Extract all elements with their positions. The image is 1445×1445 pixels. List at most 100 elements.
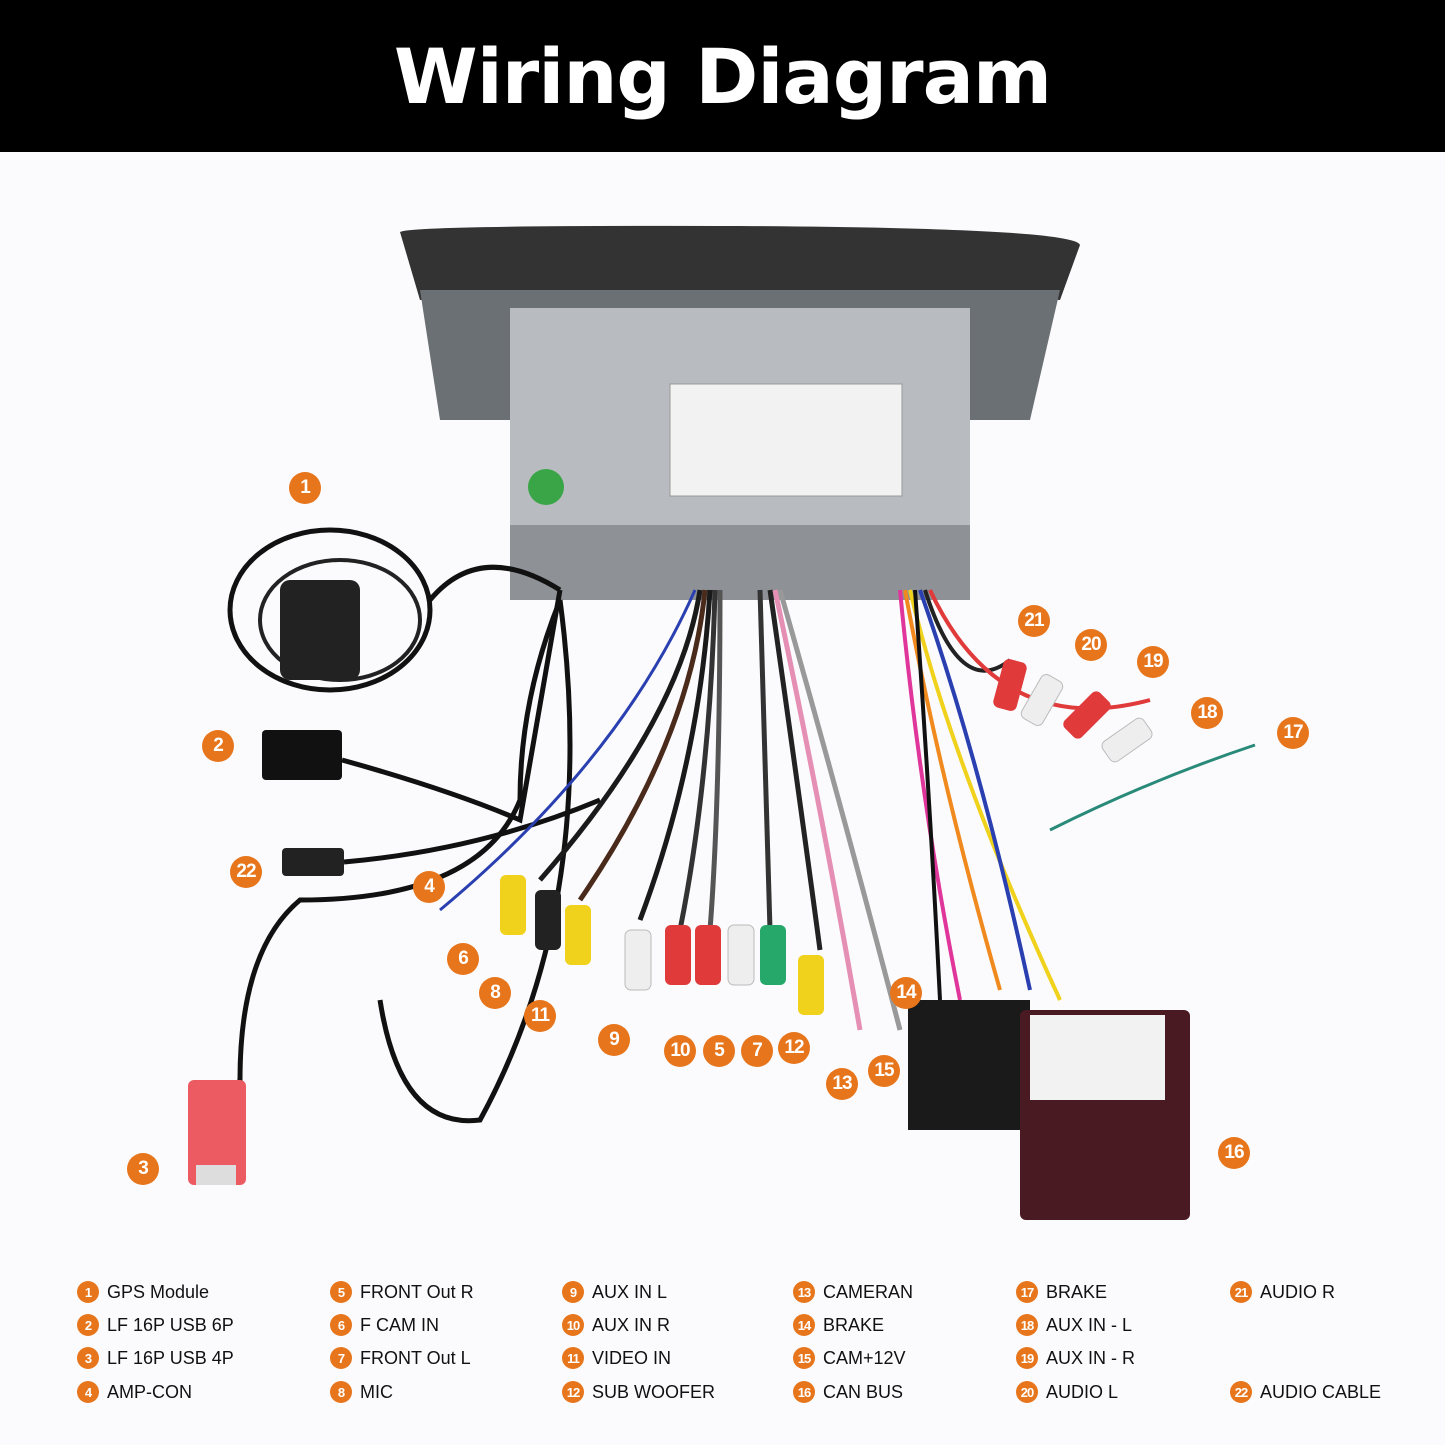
- callout-marker: 10: [664, 1035, 696, 1067]
- legend-label: FRONT Out R: [360, 1281, 474, 1302]
- iso-connector: [908, 1000, 1030, 1130]
- page-title: Wiring Diagram: [393, 31, 1052, 121]
- callout-marker: 19: [1137, 646, 1169, 678]
- legend-item: 11 VIDEO IN: [562, 1346, 671, 1370]
- legend-label: AMP-CON: [107, 1381, 192, 1402]
- legend-item: 2 LF 16P USB 6P: [77, 1313, 234, 1337]
- callout-marker: 5: [703, 1035, 735, 1067]
- legend-label: BRAKE: [1046, 1281, 1108, 1302]
- callout-marker: 1: [289, 472, 321, 504]
- callout-marker: 21: [1018, 605, 1050, 637]
- legend-item: 4 AMP-CON: [77, 1380, 192, 1404]
- header-banner: Wiring Diagram: [0, 0, 1445, 152]
- legend-label: FRONT Out L: [360, 1347, 471, 1368]
- legend-label: F CAM IN: [360, 1314, 439, 1335]
- spec-label: [669, 383, 903, 497]
- gps-cable-coil: [227, 527, 433, 693]
- screen-bezel: [400, 225, 1080, 300]
- legend-number: 10: [562, 1314, 584, 1336]
- legend-label: MIC: [360, 1381, 393, 1402]
- legend-number: 7: [330, 1347, 352, 1369]
- legend-number: 22: [1230, 1381, 1252, 1403]
- callout-marker: 14: [890, 977, 922, 1009]
- legend-item: 18 AUX IN - L: [1016, 1313, 1132, 1337]
- usb-4p-connector: [188, 1080, 246, 1185]
- legend-number: 6: [330, 1314, 352, 1336]
- callout-marker: 8: [479, 977, 511, 1009]
- legend-label: AUDIO R: [1260, 1281, 1336, 1302]
- legend-label: GPS Module: [107, 1281, 210, 1302]
- legend-item: 19 AUX IN - R: [1016, 1346, 1135, 1370]
- legend-item: 15 CAM+12V: [793, 1346, 906, 1370]
- legend-item: 12 SUB WOOFER: [562, 1380, 715, 1404]
- legend-number: 8: [330, 1381, 352, 1403]
- callout-marker: 2: [202, 730, 234, 762]
- legend-number: 11: [562, 1347, 584, 1369]
- legend-number: 20: [1016, 1381, 1038, 1403]
- qc-pass-sticker: [528, 469, 564, 505]
- rca-plugs: [500, 875, 824, 1015]
- callout-marker: 13: [826, 1068, 858, 1100]
- legend-label: LF 16P USB 4P: [107, 1347, 234, 1368]
- legend-number: 19: [1016, 1347, 1038, 1369]
- legend-number: 15: [793, 1347, 815, 1369]
- heatsink: [510, 525, 970, 600]
- gps-antenna: [280, 580, 360, 680]
- legend-number: 18: [1016, 1314, 1038, 1336]
- legend-number: 1: [77, 1281, 99, 1303]
- legend-label: AUX IN R: [592, 1314, 671, 1335]
- legend-item: 20 AUDIO L: [1016, 1380, 1118, 1404]
- legend-label: AUX IN - L: [1046, 1314, 1133, 1335]
- legend-number: 13: [793, 1281, 815, 1303]
- legend-number: 9: [562, 1281, 584, 1303]
- callout-marker: 9: [598, 1024, 630, 1056]
- callout-marker: 16: [1218, 1137, 1250, 1169]
- legend-item: 9 AUX IN L: [562, 1280, 667, 1304]
- legend-item: 7 FRONT Out L: [330, 1346, 471, 1370]
- legend-item: 14 BRAKE: [793, 1313, 884, 1337]
- usb-6p-connector: [262, 730, 342, 780]
- legend-item: 8 MIC: [330, 1380, 393, 1404]
- legend-label: LF 16P USB 6P: [107, 1314, 234, 1335]
- callout-marker: 11: [524, 1000, 556, 1032]
- legend-item: 21 AUDIO R: [1230, 1280, 1335, 1304]
- legend-label: SUB WOOFER: [592, 1381, 716, 1402]
- legend-number: 4: [77, 1381, 99, 1403]
- legend-item: 1 GPS Module: [77, 1280, 209, 1304]
- legend-number: 16: [793, 1381, 815, 1403]
- legend-number: 14: [793, 1314, 815, 1336]
- callout-marker: 6: [447, 943, 479, 975]
- head-unit-photo: [188, 225, 1256, 1220]
- callout-marker: 12: [778, 1032, 810, 1064]
- legend-label: CAM+12V: [823, 1347, 906, 1368]
- callout-marker: 20: [1075, 629, 1107, 661]
- callout-marker: 7: [741, 1035, 773, 1067]
- legend-label: VIDEO IN: [592, 1347, 672, 1368]
- legend-label: BRAKE: [823, 1314, 885, 1335]
- legend-number: 3: [77, 1347, 99, 1369]
- legend-label: AUDIO L: [1046, 1381, 1119, 1402]
- callout-marker: 4: [413, 871, 445, 903]
- legend-item: 10 AUX IN R: [562, 1313, 670, 1337]
- legend-item: 17 BRAKE: [1016, 1280, 1107, 1304]
- audio-cable-connector: [282, 848, 344, 876]
- legend-label: AUDIO CABLE: [1260, 1381, 1382, 1402]
- legend-item: 5 FRONT Out R: [330, 1280, 474, 1304]
- legend-item: 13 CAMERAN: [793, 1280, 913, 1304]
- legend-item: 6 F CAM IN: [330, 1313, 439, 1337]
- legend-label: AUX IN - R: [1046, 1347, 1136, 1368]
- legend-label: CAMERAN: [823, 1281, 914, 1302]
- legend-number: 12: [562, 1381, 584, 1403]
- legend-number: 2: [77, 1314, 99, 1336]
- callout-marker: 18: [1191, 697, 1223, 729]
- legend-number: 17: [1016, 1281, 1038, 1303]
- callout-marker: 3: [127, 1153, 159, 1185]
- audio-rca-plugs: [993, 659, 1153, 763]
- callout-marker: 22: [230, 856, 262, 888]
- legend-number: 5: [330, 1281, 352, 1303]
- legend-item: 22 AUDIO CABLE: [1230, 1380, 1381, 1404]
- legend-label: AUX IN L: [592, 1281, 668, 1302]
- legend-item: 3 LF 16P USB 4P: [77, 1346, 234, 1370]
- legend-number: 21: [1230, 1281, 1252, 1303]
